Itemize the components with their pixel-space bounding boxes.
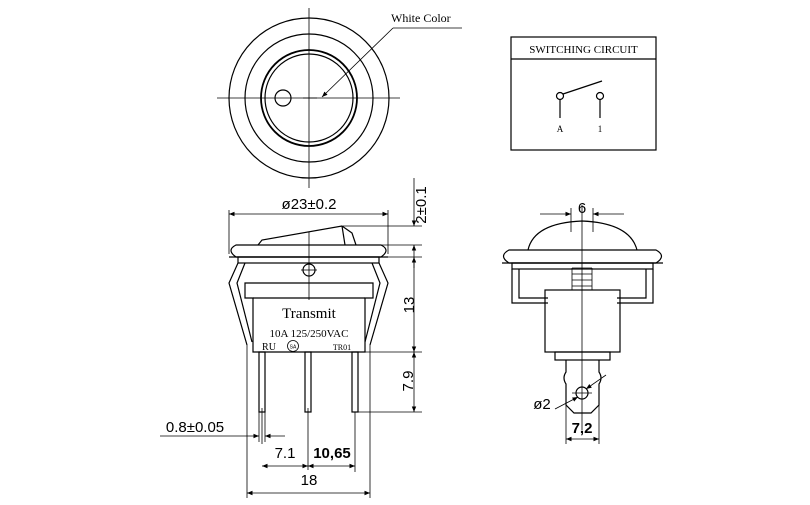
- switching-circuit-title: SWITCHING CIRCUIT: [529, 44, 638, 56]
- side-width-dimension: 6: [578, 200, 586, 217]
- tab-width-dimension: 7,2: [572, 420, 593, 437]
- side-dome-cap: [527, 220, 638, 251]
- terminal-length-dimension: 7.9: [400, 371, 417, 392]
- terminal-a-label: A: [557, 124, 564, 134]
- left-snap-clip: [228, 262, 248, 346]
- side-right-clip: [617, 269, 654, 304]
- rocker-cap: [257, 225, 357, 246]
- side-view: 6 ø2 7,2: [502, 200, 663, 444]
- bezel-lower-ring: [237, 256, 380, 264]
- terminal-right: [351, 351, 359, 413]
- diameter-dimension: ø23±0.2: [282, 196, 337, 213]
- sa-mark: SA: [290, 345, 297, 351]
- side-housing: [544, 289, 621, 353]
- terminal-1-label: 1: [598, 124, 603, 134]
- top-view: White Color: [217, 8, 462, 188]
- body-height-dimension: 13: [401, 297, 418, 314]
- terminal-1-contact: [595, 91, 605, 101]
- sa-mark-circle: [287, 340, 299, 352]
- side-hatch-marks: [571, 267, 593, 290]
- terminal-middle: [304, 351, 312, 413]
- spacing-2-dimension: 10,65: [313, 445, 351, 462]
- side-left-clip: [511, 269, 548, 304]
- front-view: Transmit 10A 125/250VAC RU SA TR01 ø23±0…: [160, 178, 430, 498]
- ul-mark: RU: [262, 342, 277, 353]
- terminal-thickness-dimension: 0.8±0.05: [166, 419, 224, 436]
- rating-label: 10A 125/250VAC: [270, 328, 349, 340]
- side-bezel: [502, 249, 663, 264]
- terminal-a-contact: [555, 91, 565, 101]
- brand-label: Transmit: [282, 306, 336, 322]
- bezel-flange: [230, 244, 387, 258]
- total-width-dimension: 18: [301, 472, 318, 489]
- terminal-left: [258, 351, 266, 413]
- switch-lever: [562, 80, 603, 95]
- right-snap-clip: [369, 262, 389, 346]
- hole-diameter-dimension: ø2: [533, 396, 551, 413]
- side-terminal-tab: [563, 360, 602, 414]
- cap-height-dimension: 2±0.1: [413, 186, 430, 223]
- model-label: TR01: [333, 343, 351, 352]
- white-color-label: White Color: [391, 11, 451, 25]
- switching-circuit-box: SWITCHING CIRCUIT A 1: [510, 36, 657, 151]
- spacing-1-dimension: 7.1: [275, 445, 296, 462]
- white-color-leader: [321, 27, 394, 98]
